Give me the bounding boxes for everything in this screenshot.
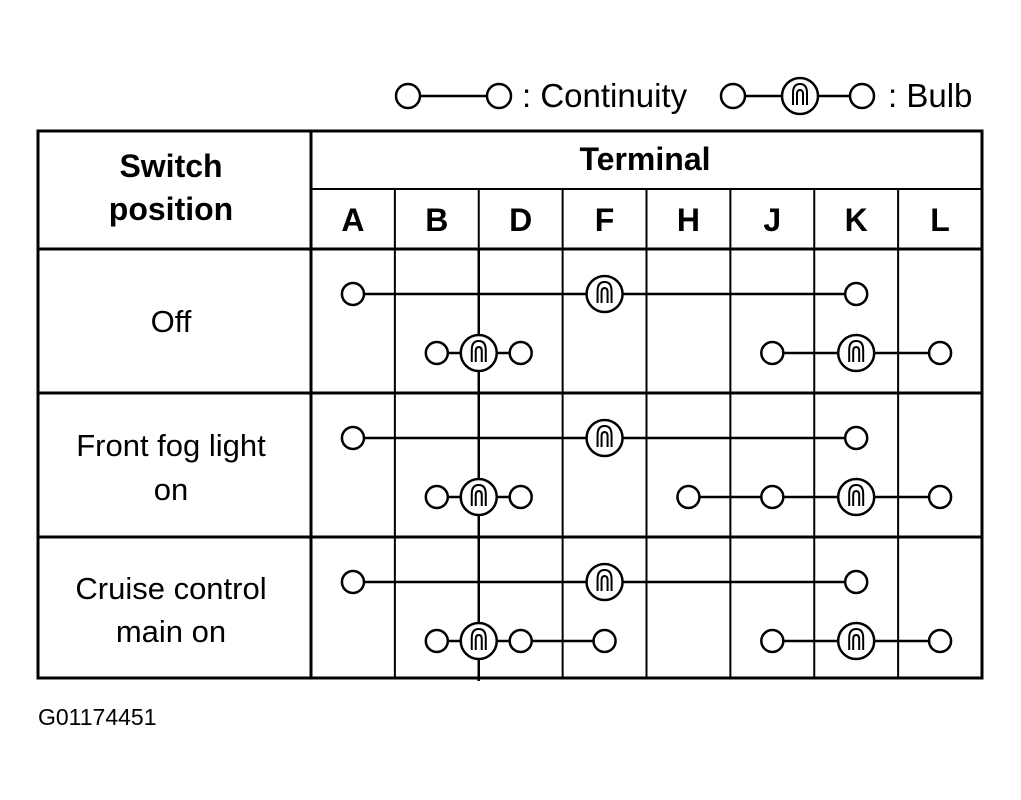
terminal-node-d (508, 340, 533, 366)
circuit-row2-1 (340, 418, 869, 458)
bulb-icon (459, 333, 498, 373)
terminal-node-j (760, 340, 785, 366)
legend-bulb-label: : Bulb (888, 77, 972, 114)
terminal-node-b (424, 628, 450, 654)
terminal-node-l (927, 340, 953, 366)
bulb-icon (836, 477, 876, 517)
terminal-node-j (760, 628, 785, 654)
terminal-node-a (340, 425, 366, 451)
terminal-header: Terminal (580, 141, 711, 177)
legend-bulb-icon (780, 76, 820, 116)
row-label-cruise-line2: main on (116, 614, 226, 649)
terminal-label-f: F (595, 202, 615, 238)
circuit-row1-3 (760, 333, 953, 373)
row-label-cruise-line1: Cruise control (75, 571, 266, 606)
terminal-node-f (592, 628, 617, 654)
circuits (340, 249, 953, 681)
legend-bulb-symbol (719, 76, 876, 116)
circuit-row1-1 (340, 274, 869, 314)
circuit-row2-3 (676, 477, 953, 517)
terminal-node-b (424, 484, 450, 510)
bulb-icon (836, 333, 876, 373)
terminal-node-k (843, 425, 869, 451)
row-label-off: Off (151, 304, 192, 339)
terminal-node-d (508, 484, 533, 510)
corner-header-line2: position (109, 191, 233, 227)
bulb-icon (585, 418, 624, 458)
terminal-label-d: D (509, 202, 532, 238)
row-label-fog-line2: on (154, 472, 188, 507)
terminal-label-h: H (677, 202, 700, 238)
terminal-node-k (843, 281, 869, 307)
bulb-icon (585, 562, 624, 602)
terminal-node-l (927, 484, 953, 510)
circuit-row3-3 (760, 621, 953, 661)
terminal-node-l (927, 628, 953, 654)
bulb-icon (585, 274, 624, 314)
terminal-node-h (676, 484, 701, 510)
row-labels: Off Front fog light on Cruise control ma… (75, 304, 266, 649)
terminal-node-a (340, 569, 366, 595)
terminal-label-k: K (845, 202, 868, 238)
terminal-label-a: A (341, 202, 364, 238)
terminal-node-j (760, 484, 785, 510)
figure-code: G01174451 (38, 704, 157, 730)
terminal-node-d (508, 628, 533, 654)
row-label-fog-line1: Front fog light (76, 428, 266, 463)
circuit-row3-1 (340, 562, 869, 602)
terminal-label-j: J (763, 202, 781, 238)
bulb-icon (459, 477, 498, 517)
terminal-label-b: B (425, 202, 448, 238)
terminal-label-l: L (930, 202, 950, 238)
bulb-icon (836, 621, 876, 661)
legend: : Continuity : Bulb (394, 76, 972, 116)
circuit-row1-2 (424, 249, 533, 393)
terminal-node-a (340, 281, 366, 307)
circuit-row3-2 (424, 537, 617, 681)
corner-header-line1: Switch (119, 148, 222, 184)
circuit-row2-2 (424, 393, 533, 537)
legend-continuity-label: : Continuity (522, 77, 688, 114)
corner-header: Switch position (109, 148, 233, 227)
bulb-icon (459, 621, 498, 661)
legend-continuity-symbol (394, 82, 513, 110)
terminal-node-k (843, 569, 869, 595)
terminal-node-b (424, 340, 450, 366)
